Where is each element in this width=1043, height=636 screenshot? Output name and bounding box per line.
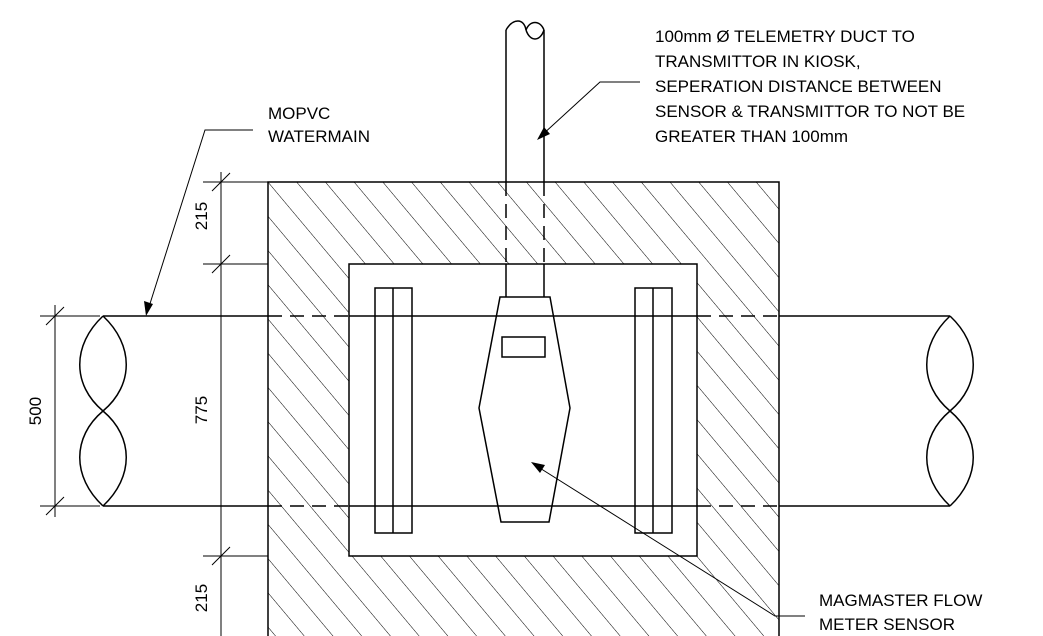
telemetry-duct	[505, 20, 545, 297]
annotation-duct-line-1: 100mm Ø TELEMETRY DUCT TO	[655, 27, 915, 46]
dim-top-cover: 215	[192, 202, 211, 230]
leader-duct	[537, 81, 640, 140]
annotation-duct-line-3: SEPERATION DISTANCE BETWEEN	[655, 77, 942, 96]
leader-watermain	[144, 129, 253, 316]
inner-pit-outline	[348, 263, 698, 557]
outer-pit-outline	[267, 181, 780, 636]
leader-sensor	[531, 462, 805, 617]
dim-pit-depth: 775	[192, 396, 211, 424]
annotation-duct-line-2: TRANSMITTOR IN KIOSK,	[655, 52, 861, 71]
flange-left	[374, 287, 413, 534]
pipe-break-right	[926, 315, 952, 507]
dim-bottom-cover: 215	[192, 584, 211, 612]
pipe-break-left	[79, 315, 105, 507]
flange-right	[634, 287, 673, 534]
annotation-watermain-line-2: WATERMAIN	[268, 127, 370, 146]
annotation-sensor-line-1: MAGMASTER FLOW	[819, 591, 982, 610]
annotation-duct-line-5: GREATER THAN 100mm	[655, 127, 848, 146]
annotation-duct: 100mm Ø TELEMETRY DUCT TO TRANSMITTOR IN…	[655, 27, 970, 146]
annotation-watermain-line-1: MOPVC	[268, 104, 330, 123]
pipe-diameter-dimension	[40, 305, 100, 517]
dim-pipe-diameter: 500	[26, 397, 45, 425]
annotation-watermain: MOPVC WATERMAIN	[268, 104, 370, 146]
concrete-surround-hatch	[268, 182, 779, 636]
annotation-sensor: MAGMASTER FLOW METER SENSOR	[819, 591, 987, 634]
watermain-pipe	[79, 315, 974, 507]
vertical-depth-dimension	[203, 172, 268, 636]
annotation-duct-line-4: SENSOR & TRANSMITTOR TO NOT BE	[655, 102, 965, 121]
flow-meter-sensor	[478, 296, 571, 523]
annotation-sensor-line-2: METER SENSOR	[819, 615, 955, 634]
